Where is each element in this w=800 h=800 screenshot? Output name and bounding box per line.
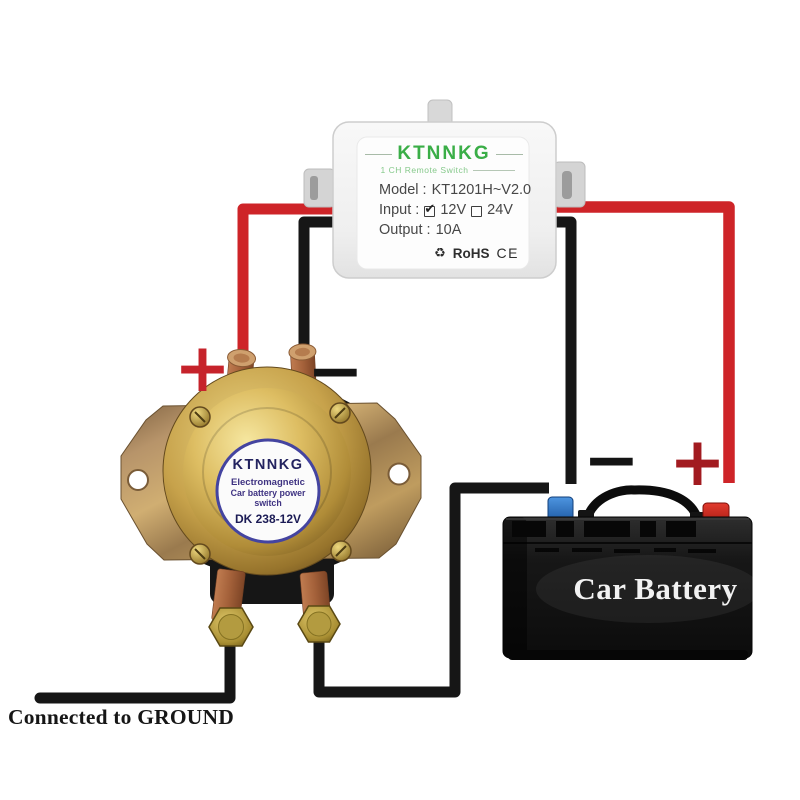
battery-vent-dashes — [535, 548, 716, 553]
receiver-model-row: Model : KT1201H~V2.0 — [379, 182, 531, 199]
model-value: KT1201H~V2.0 — [431, 182, 532, 198]
receiver-label: KTNNKG 1 CH Remote Switch Model : KT1201… — [357, 137, 531, 269]
battery-positive-symbol: + — [669, 423, 726, 502]
option-24v: 24V — [487, 202, 513, 218]
receiver-left-tab — [303, 168, 336, 208]
receiver-subtitle-row: 1 CH Remote Switch — [373, 165, 523, 175]
switch-screws — [189, 402, 352, 565]
wire-red-receiver-to-battery-positive — [553, 201, 735, 483]
battery-negative-symbol: − — [583, 421, 640, 500]
output-label: Output : — [379, 222, 431, 238]
logo-rule-left — [365, 153, 393, 155]
car-battery — [502, 485, 760, 660]
receiver-left-tab-slot — [310, 176, 318, 200]
switch-mount-hole-right — [387, 462, 411, 486]
switch-label-disc — [215, 438, 321, 544]
checkbox-12v-checked: ✔ — [424, 202, 436, 217]
switch-label: KTNNKG Electromagnetic Car battery power… — [217, 440, 319, 542]
input-label: Input : — [379, 202, 420, 218]
battery-lid-blocks — [512, 521, 696, 537]
output-value: 10A — [435, 222, 462, 238]
receiver-right-tab-slot — [562, 171, 572, 199]
model-label: Model : — [379, 182, 427, 198]
wire-black-receiver-to-battery-negative — [553, 216, 577, 484]
switch-type-line1: Electromagnetic — [231, 476, 305, 488]
check-mark: ✔ — [424, 202, 436, 217]
wire-switch-to-battery-negative — [313, 482, 549, 698]
ground-caption: Connected to GROUND — [8, 705, 234, 729]
battery-left-face-shade — [503, 517, 527, 658]
receiver-logo-row: KTNNKG — [365, 144, 523, 164]
wire-ground — [34, 630, 236, 704]
recycle-icon: ♻ — [434, 245, 446, 261]
switch-negative-symbol: − — [307, 332, 364, 411]
checkbox-24v-unchecked — [471, 206, 483, 217]
receiver-module — [303, 99, 586, 279]
switch-bottom-bolt-right — [297, 605, 341, 643]
wires — [34, 201, 735, 704]
switch-type-line2: Car battery power switch — [230, 487, 306, 508]
switch-model: DK 238-12V — [234, 511, 302, 526]
battery-handle — [581, 485, 704, 526]
battery-caption: Car Battery — [573, 571, 738, 606]
receiver-cert-row: ♻ RoHS CE — [379, 245, 519, 261]
rohs-mark: RoHS — [452, 245, 490, 261]
battery-face-sheen — [536, 555, 760, 623]
option-12v: 12V — [440, 202, 467, 218]
switch-positive-symbol: + — [174, 329, 231, 408]
wire-black-receiver-to-switch-negative — [298, 216, 336, 358]
battery-base-shadow — [508, 650, 748, 660]
switch-mount-hole-left — [127, 469, 149, 491]
receiver-subtitle: 1 CH Remote Switch — [380, 165, 469, 175]
receiver-output-row: Output : 10A — [379, 222, 523, 239]
subtitle-rule-right — [473, 169, 516, 171]
wire-red-receiver-to-switch-positive — [237, 203, 336, 362]
switch-brand: KTNNKG — [232, 456, 304, 473]
receiver-brand: KTNNKG — [397, 143, 491, 164]
logo-rule-right — [495, 153, 523, 155]
disconnect-switch — [120, 343, 422, 647]
switch-bottom-bolt-left — [208, 607, 254, 647]
receiver-input-row: Input : ✔ 12V 24V — [379, 202, 523, 219]
ce-mark: CE — [496, 245, 519, 261]
